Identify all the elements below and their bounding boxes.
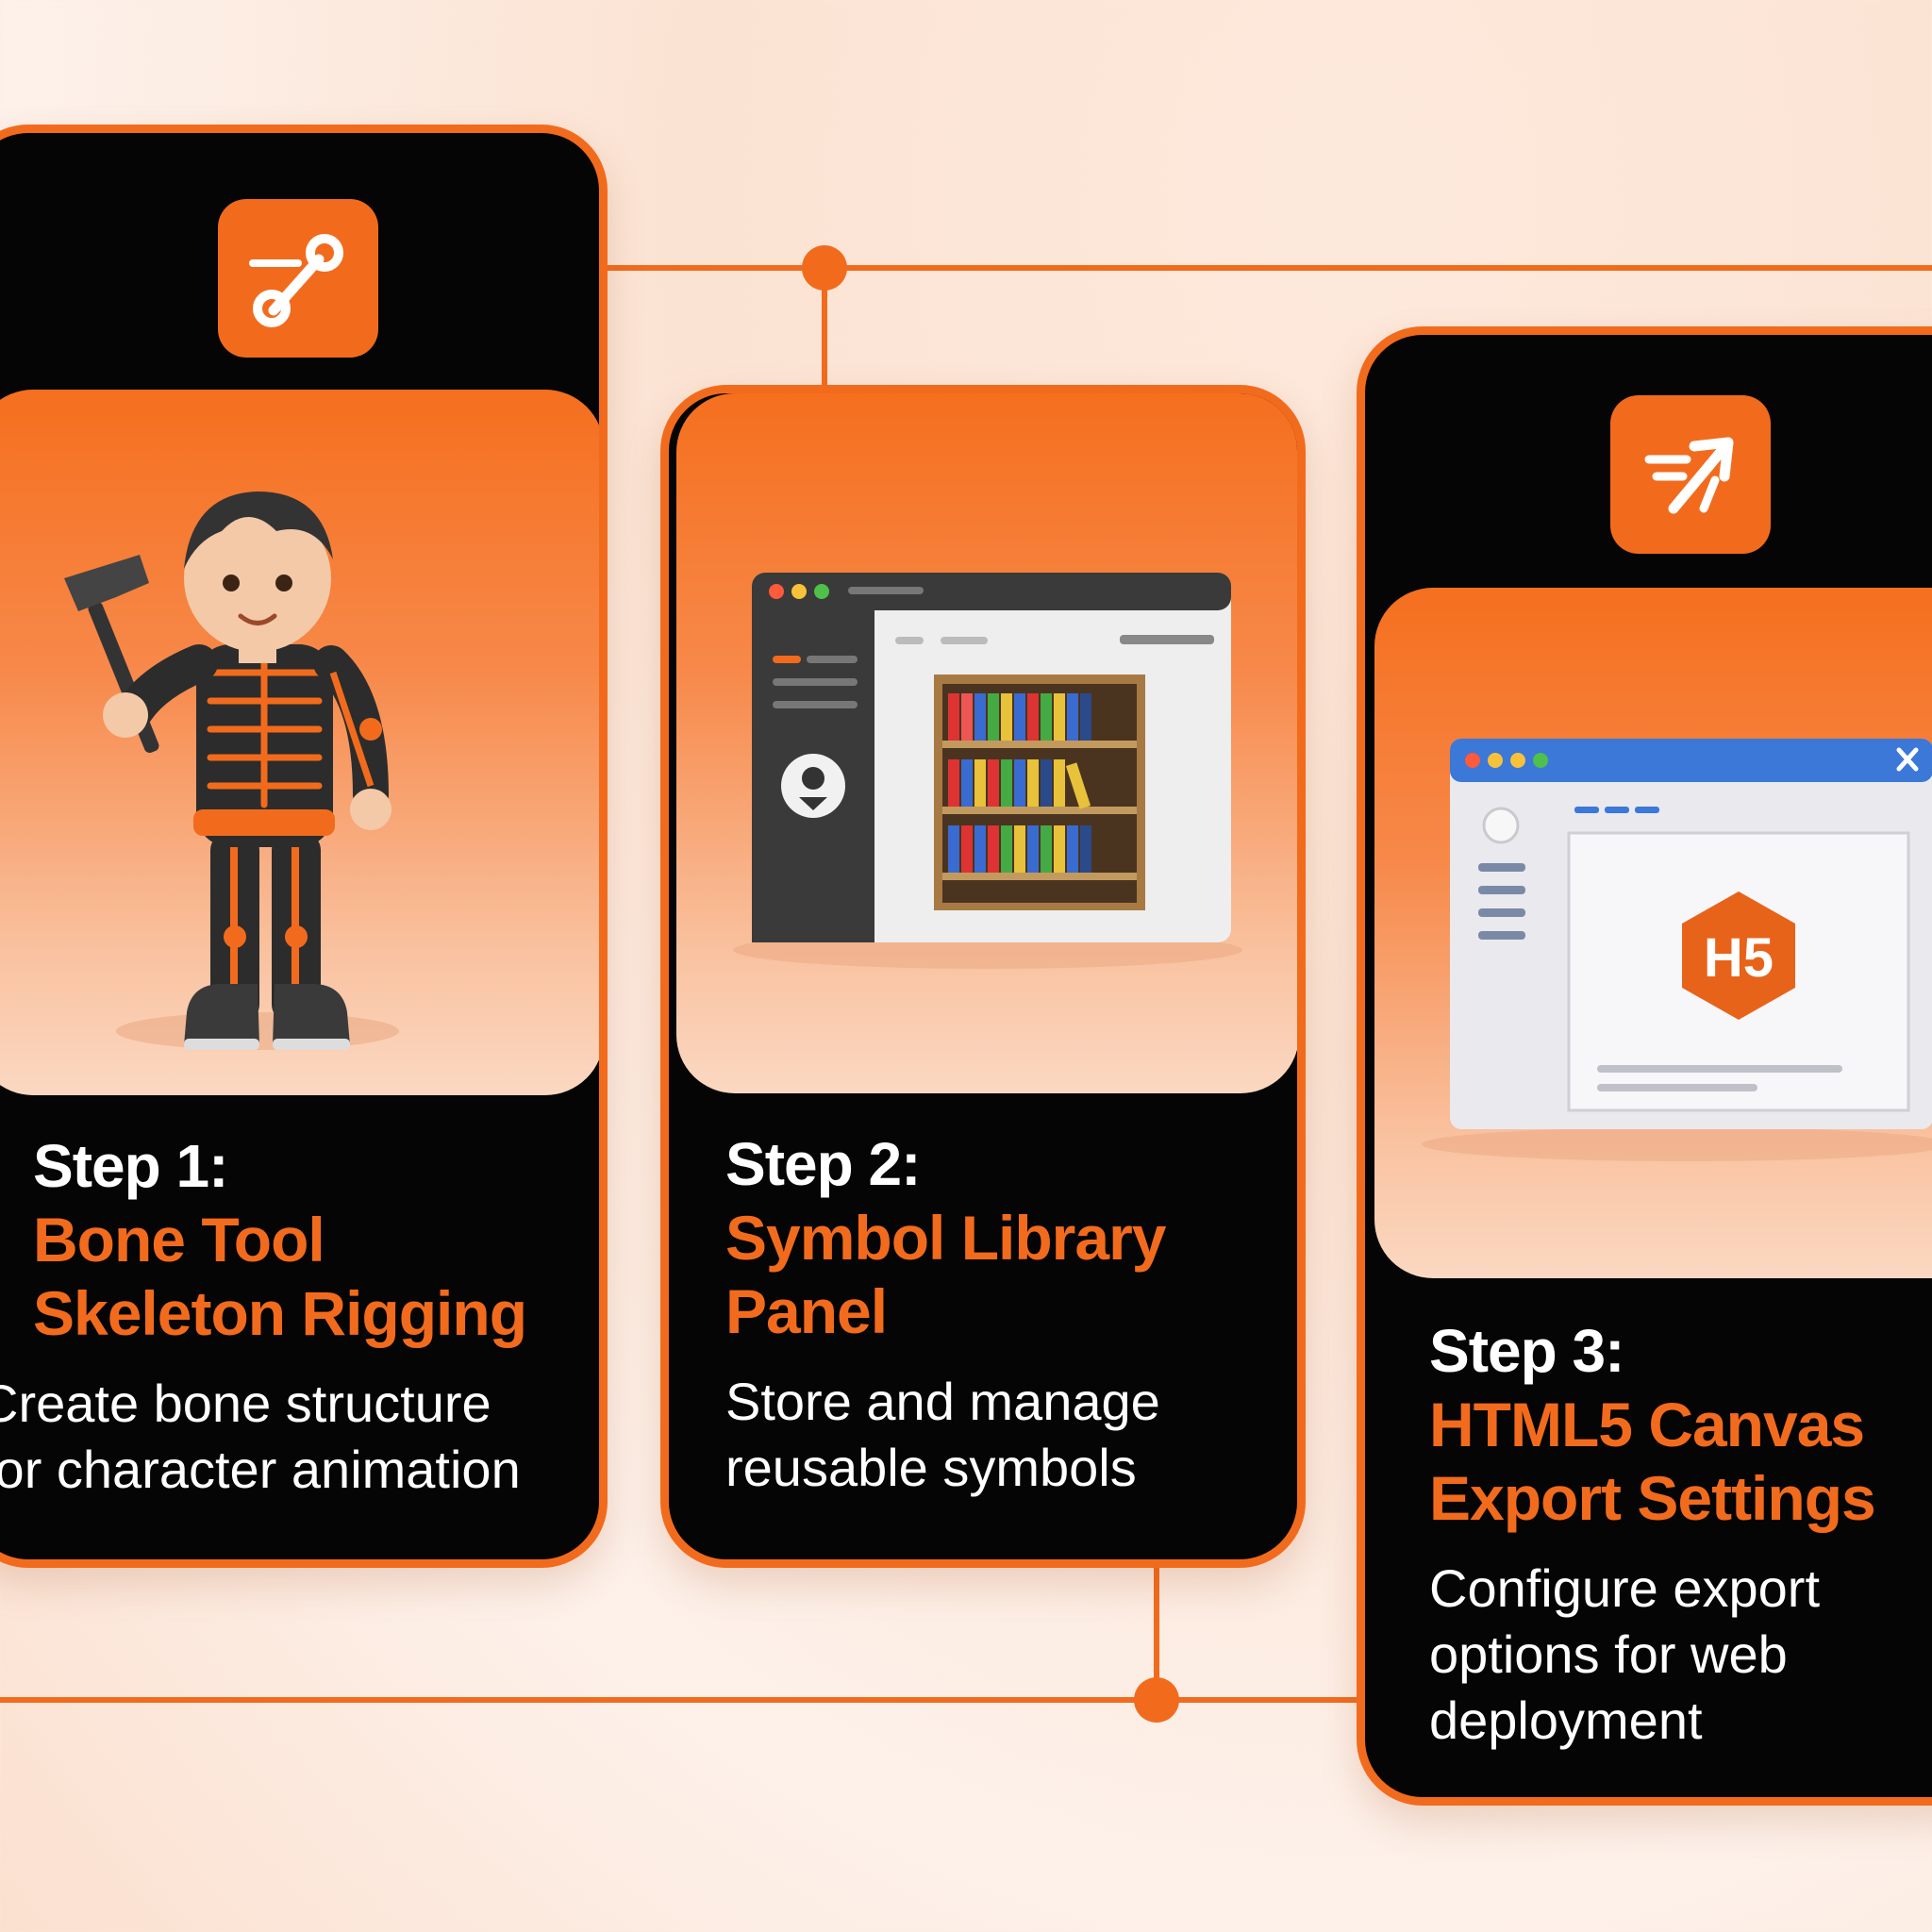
step-2-title-line-1: Symbol Library	[725, 1203, 1166, 1273]
step-1-title-line-2: Skeleton Rigging	[33, 1278, 527, 1348]
step-1-description-line-1: Create bone structure	[0, 1374, 491, 1433]
step-3-title-line-1: HTML5 Canvas	[1429, 1390, 1865, 1459]
step-3-description: Configure export options for web deploym…	[1429, 1556, 1820, 1754]
step-3-description-line-2: options for web	[1429, 1624, 1788, 1684]
step-1-title: Bone Tool Skeleton Rigging	[33, 1203, 527, 1350]
step-card-2: Step 2: Symbol Library Panel Store and m…	[660, 385, 1306, 1568]
book-row-3	[948, 825, 1091, 873]
html5-badge-text: H5	[1704, 927, 1774, 989]
step-3-description-line-1: Configure export	[1429, 1558, 1821, 1618]
book-row-2	[948, 759, 1091, 809]
step-3-hero: H5	[1374, 588, 1932, 1278]
step-2-title: Symbol Library Panel	[725, 1201, 1166, 1348]
connector-node-top	[802, 245, 847, 291]
step-2-title-line-2: Panel	[725, 1276, 888, 1346]
step-3-title-line-2: Export Settings	[1429, 1463, 1876, 1533]
step-1-hero	[0, 390, 599, 1095]
html5-export-window-illustration: H5	[1422, 739, 1932, 1161]
connector-node-bottom	[1134, 1677, 1179, 1723]
step-3-description-line-3: deployment	[1429, 1690, 1703, 1750]
character-with-hammer-illustration	[64, 491, 399, 1050]
step-1-description-line-2: for character animation	[0, 1440, 521, 1499]
step-2-description: Store and manage reusable symbols	[725, 1369, 1160, 1501]
step-card-3: H5 Step 3: HTML5 Canvas Export Settings …	[1357, 326, 1932, 1806]
step-2-label: Step 2:	[725, 1130, 921, 1198]
book-row-1	[948, 693, 1091, 741]
step-3-label: Step 3:	[1429, 1317, 1624, 1385]
step-3-title: HTML5 Canvas Export Settings	[1429, 1388, 1876, 1535]
step-1-label: Step 1:	[33, 1132, 228, 1200]
step-2-description-line-2: reusable symbols	[725, 1438, 1137, 1497]
step-1-title-line-1: Bone Tool	[33, 1205, 325, 1274]
bone-tool-icon	[218, 199, 378, 358]
export-arrow-icon	[1610, 395, 1771, 554]
step-2-description-line-1: Store and manage	[725, 1372, 1160, 1431]
step-1-description: Create bone structure for character anim…	[0, 1371, 521, 1503]
step-card-1: Step 1: Bone Tool Skeleton Rigging Creat…	[0, 125, 608, 1568]
library-window-illustration	[733, 573, 1242, 969]
step-2-hero	[676, 393, 1297, 1093]
